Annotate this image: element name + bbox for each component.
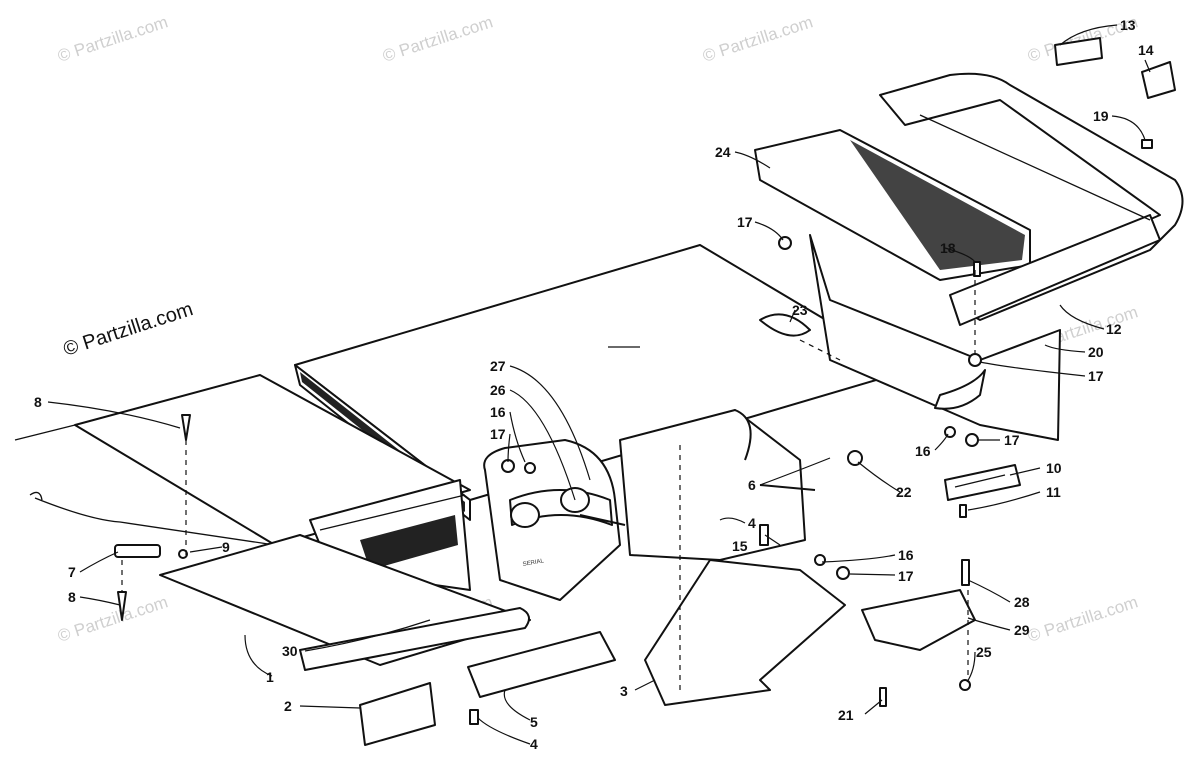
callout-3: 3	[620, 683, 628, 699]
rivet-4	[469, 709, 479, 725]
bolt-15	[759, 524, 769, 546]
watermark: © Partzilla.com	[700, 12, 815, 65]
rivet-8-top	[181, 414, 191, 441]
callout-13: 13	[1120, 17, 1136, 33]
nut-17-rear	[968, 353, 982, 367]
callout-24: 24	[715, 144, 731, 160]
plate-2	[359, 682, 436, 746]
bolt-21	[879, 687, 887, 707]
callout-14: 14	[1138, 42, 1154, 58]
callout-28: 28	[1014, 594, 1030, 610]
pad-14	[1141, 61, 1176, 99]
belly-pan	[14, 374, 471, 546]
callout-12: 12	[1106, 321, 1122, 337]
callout-11: 11	[1046, 484, 1061, 500]
side-panel	[619, 409, 816, 561]
bushing-22	[847, 450, 863, 466]
pads	[359, 37, 1176, 746]
callout-21: 21	[838, 707, 854, 723]
callout-9: 9	[222, 539, 230, 555]
pad-13	[1054, 37, 1103, 66]
callout-18: 18	[940, 240, 956, 256]
skid-bar	[159, 534, 531, 671]
callout-27: 27	[490, 358, 506, 374]
callout-5: 5	[530, 714, 538, 730]
callout-7: 7	[68, 564, 76, 580]
callout-8-bottom: 8	[68, 589, 76, 605]
callout-4-mid: 4	[748, 515, 756, 531]
plate-5	[467, 631, 616, 698]
callout-17-rear: 17	[1088, 368, 1104, 384]
callout-17-mid: 17	[898, 568, 914, 584]
washer-9	[178, 549, 188, 559]
callout-2: 2	[284, 698, 292, 714]
callout-26: 26	[490, 382, 506, 398]
callout-23: 23	[792, 302, 808, 318]
washer-16-mid	[814, 554, 826, 566]
alignment-lines	[121, 270, 976, 695]
watermark-main: © Partzilla.com	[61, 298, 196, 361]
callout-16-mid: 16	[898, 547, 914, 563]
callout-22: 22	[896, 484, 912, 500]
callout-29: 29	[1014, 622, 1030, 638]
watermark: © Partzilla.com	[380, 12, 495, 65]
screw-18	[973, 261, 981, 277]
lower-brackets	[644, 559, 976, 706]
callout-numbers: 8 7 8 9 1 30 2 5 4 3 27 26 16 17 6 4 15 …	[34, 17, 1154, 752]
callout-19: 19	[1093, 108, 1109, 124]
callout-4-bottom: 4	[530, 736, 538, 752]
serial-label: SERIAL	[522, 558, 545, 568]
callout-20: 20	[1088, 344, 1104, 360]
callout-17-left: 17	[490, 426, 506, 442]
nut-17-mid	[836, 566, 850, 580]
bolt-28	[961, 559, 970, 586]
callout-25: 25	[976, 644, 992, 660]
latch-10	[944, 464, 1021, 501]
callout-8-top: 8	[34, 394, 42, 410]
screw-19	[1141, 139, 1153, 149]
rear-frame	[809, 234, 1061, 441]
bracket-23	[759, 313, 811, 337]
hinge-bracket	[483, 439, 626, 601]
hinge-7	[114, 544, 161, 558]
nut-17-right	[965, 433, 979, 447]
watermark: © Partzilla.com	[55, 12, 170, 65]
hardware	[114, 139, 1153, 725]
rear-rack	[754, 72, 1184, 326]
callout-30: 30	[282, 643, 298, 659]
callout-6: 6	[748, 477, 756, 493]
nut-17-top	[778, 236, 792, 250]
callout-16-left: 16	[490, 404, 506, 420]
screw-11	[959, 504, 967, 518]
callout-15: 15	[732, 538, 748, 554]
callout-17-right: 17	[1004, 432, 1020, 448]
callout-17-top: 17	[737, 214, 753, 230]
watermark: © Partzilla.com	[1025, 592, 1140, 645]
callout-10: 10	[1046, 460, 1062, 476]
callout-1: 1	[266, 669, 274, 685]
callout-16-rear: 16	[915, 443, 931, 459]
nut-25	[959, 679, 971, 691]
leader-lines	[47, 24, 1151, 745]
